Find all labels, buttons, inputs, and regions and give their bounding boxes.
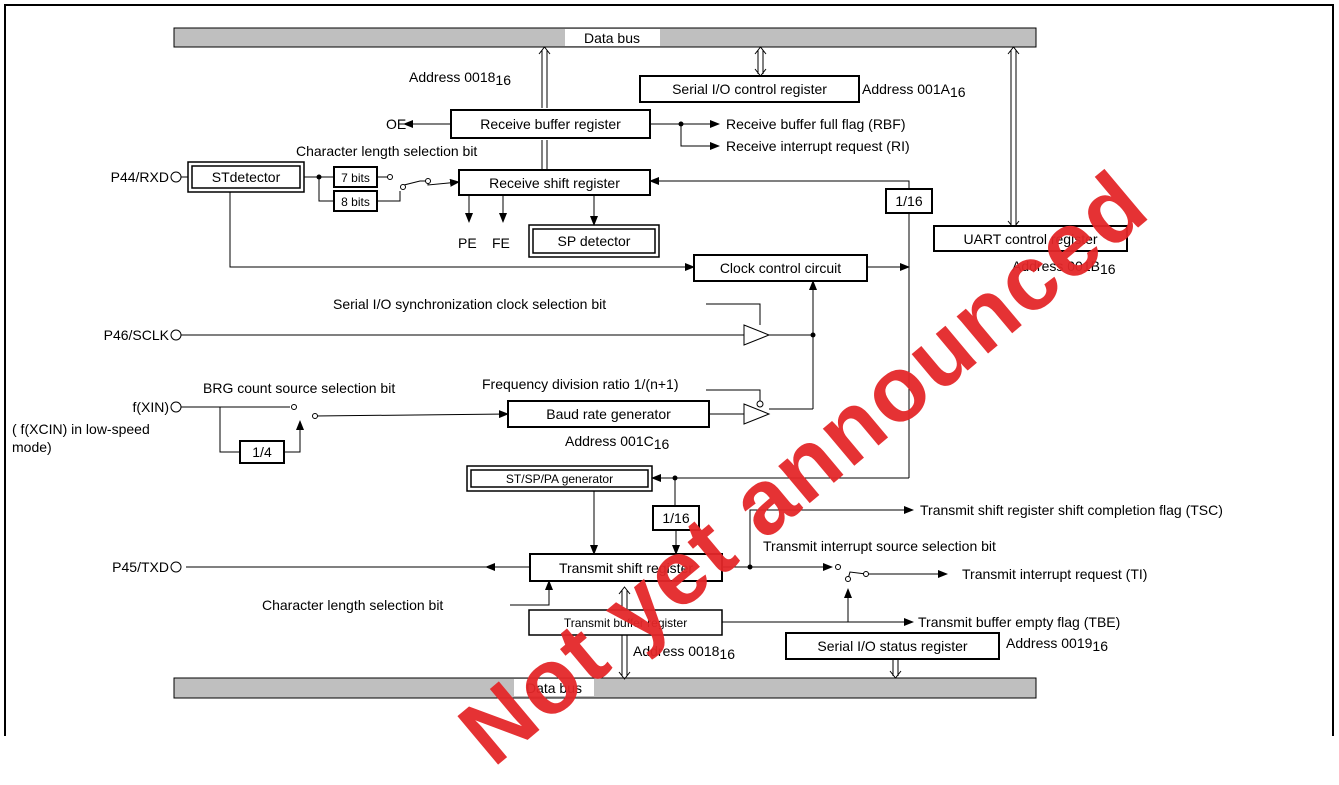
pin-sclk-label: P46/SCLK	[104, 327, 170, 343]
svg-text:UART control register: UART control register	[963, 231, 1097, 247]
uart-control-register: UART control register	[933, 225, 1128, 252]
brg-source-select-label: BRG count source selection bit	[203, 380, 395, 396]
data-bus-top: Data bus	[173, 27, 1037, 48]
svg-text:Receive shift register: Receive shift register	[489, 175, 620, 191]
serial-io-control-register: Serial I/O control register	[639, 75, 860, 103]
junction-dots	[316, 121, 816, 570]
st-detector: STdetector	[187, 161, 305, 193]
divide-4-box: 1/4	[239, 440, 285, 464]
receive-shift-register: Receive shift register	[458, 169, 651, 196]
char-length-rx-label: Character length selection bit	[296, 143, 477, 159]
st-sp-pa-generator: ST/SP/PA generator	[466, 465, 653, 492]
svg-text:Serial I/O control register: Serial I/O control register	[672, 81, 827, 97]
rbf-label: Receive buffer full flag (RBF)	[726, 116, 905, 132]
svg-text:Address 001C16: Address 001C16	[565, 433, 670, 452]
fe-label: FE	[492, 235, 510, 251]
ti-source-select-label: Transmit interrupt source selection bit	[763, 538, 996, 554]
pin-labels: P44/RXD P46/SCLK f(XIN) P45/TXD ( f(XCIN…	[12, 169, 170, 575]
pin-txd-label: P45/TXD	[112, 559, 169, 575]
data-bus-top-label: Data bus	[584, 30, 640, 46]
sync-clock-select-label: Serial I/O synchronization clock selecti…	[333, 296, 606, 312]
serial-io-block-diagram: Data bus Data bus Serial I/O control reg…	[12, 27, 1223, 699]
bus-connections	[538, 46, 1020, 680]
pin-xin-marker	[170, 401, 182, 413]
data-bus-bottom-label: Data bus	[526, 680, 582, 696]
baud-rate-generator: Baud rate generator	[507, 400, 710, 428]
serial-io-status-register: Serial I/O status register	[785, 632, 1000, 660]
svg-text:Address 001A16: Address 001A16	[862, 81, 966, 100]
pin-txd-marker	[170, 561, 182, 573]
svg-text:Clock control circuit: Clock control circuit	[720, 260, 841, 276]
signal-wires	[181, 120, 948, 626]
svg-text:Serial I/O status register: Serial I/O status register	[817, 638, 968, 654]
svg-text:Transmit buffer register: Transmit buffer register	[564, 616, 687, 630]
svg-text:Address 001816: Address 001816	[409, 69, 511, 88]
oe-label: OE	[386, 116, 406, 132]
signal-labels: OE Receive buffer full flag (RBF) Receiv…	[203, 116, 1223, 630]
svg-text:Address 001B16: Address 001B16	[1012, 258, 1116, 277]
svg-text:8 bits: 8 bits	[341, 195, 370, 209]
switch-contacts	[291, 174, 869, 582]
pin-sclk-marker	[170, 329, 182, 341]
svg-text:Receive buffer register: Receive buffer register	[480, 116, 621, 132]
pin-rxd-marker	[170, 171, 182, 183]
xcin-note-line1: ( f(XCIN) in low-speed	[12, 421, 150, 437]
transmit-shift-register: Transmit shift register	[529, 553, 723, 582]
svg-text:1/16: 1/16	[662, 510, 689, 526]
tsc-label: Transmit shift register shift completion…	[920, 502, 1223, 518]
char-length-tx-label: Character length selection bit	[262, 597, 443, 613]
ri-label: Receive interrupt request (RI)	[726, 138, 910, 154]
address-labels: Address 001816 Address 001A16 Address 00…	[409, 69, 1116, 662]
ti-label: Transmit interrupt request (TI)	[962, 566, 1147, 582]
sp-detector: SP detector	[528, 224, 660, 258]
svg-text:SP detector: SP detector	[558, 233, 631, 249]
svg-text:Address 001816: Address 001816	[633, 643, 735, 662]
svg-text:Transmit shift register: Transmit shift register	[559, 560, 693, 576]
data-bus-bottom: Data bus	[173, 677, 1037, 699]
svg-text:Baud rate generator: Baud rate generator	[546, 406, 671, 422]
clock-control-circuit: Clock control circuit	[693, 254, 868, 282]
clock-buffers	[743, 324, 771, 425]
pin-xin-label: f(XIN)	[132, 399, 169, 415]
svg-text:1/4: 1/4	[252, 444, 272, 460]
receive-buffer-register: Receive buffer register	[450, 109, 651, 139]
pin-rxd-label: P44/RXD	[111, 169, 169, 185]
xcin-note-line2: mode)	[12, 439, 52, 455]
freq-division-label: Frequency division ratio 1/(n+1)	[482, 376, 679, 392]
svg-text:ST/SP/PA generator: ST/SP/PA generator	[506, 472, 613, 486]
svg-text:STdetector: STdetector	[212, 169, 281, 185]
seven-bits-box: 7 bits	[333, 166, 378, 188]
pin-markers	[170, 171, 182, 573]
svg-text:7 bits: 7 bits	[341, 171, 370, 185]
svg-text:Address 001916: Address 001916	[1006, 635, 1108, 654]
eight-bits-box: 8 bits	[333, 190, 378, 212]
transmit-buffer-register: Transmit buffer register	[528, 609, 723, 636]
figure-frame	[4, 4, 1334, 736]
pe-label: PE	[458, 235, 477, 251]
svg-text:1/16: 1/16	[895, 193, 922, 209]
tbe-label: Transmit buffer empty flag (TBE)	[918, 614, 1120, 630]
divide-16-rx-box: 1/16	[885, 188, 933, 214]
